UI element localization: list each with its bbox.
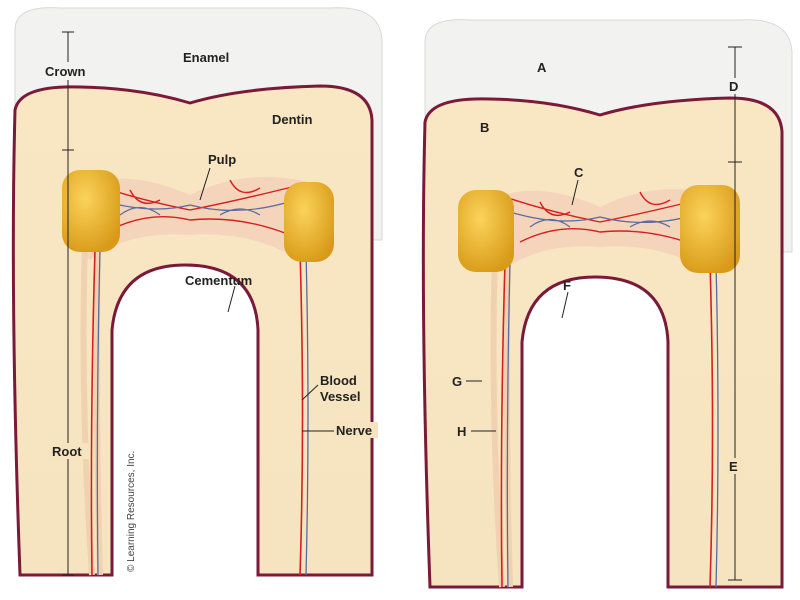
label-c: C <box>574 165 584 180</box>
label-vessel: Vessel <box>320 389 361 404</box>
crown-root-bracket <box>62 31 74 576</box>
right-tooth: A B C D E F G H <box>423 20 792 587</box>
label-blood: Blood <box>320 373 357 388</box>
label-h: H <box>457 424 466 439</box>
label-pulp: Pulp <box>208 152 236 167</box>
label-f: F <box>563 278 571 293</box>
label-cementum: Cementum <box>185 273 252 288</box>
label-nerve: Nerve <box>336 423 372 438</box>
right-pad-1 <box>458 190 514 272</box>
label-root: Root <box>52 444 82 459</box>
left-pad-1 <box>62 170 120 252</box>
left-tooth: Enamel Crown Dentin Pulp Cementum Blood … <box>13 8 382 575</box>
label-crown: Crown <box>45 64 86 79</box>
label-dentin: Dentin <box>272 112 313 127</box>
left-pad-2 <box>284 182 334 262</box>
d-e-bracket <box>728 46 742 581</box>
label-enamel: Enamel <box>183 50 229 65</box>
label-b: B <box>480 120 489 135</box>
label-g: G <box>452 374 462 389</box>
copyright: © Learning Resources, Inc. <box>126 451 137 572</box>
label-a: A <box>537 60 547 75</box>
label-d: D <box>729 79 738 94</box>
label-e: E <box>729 459 738 474</box>
right-pad-2 <box>680 185 740 273</box>
